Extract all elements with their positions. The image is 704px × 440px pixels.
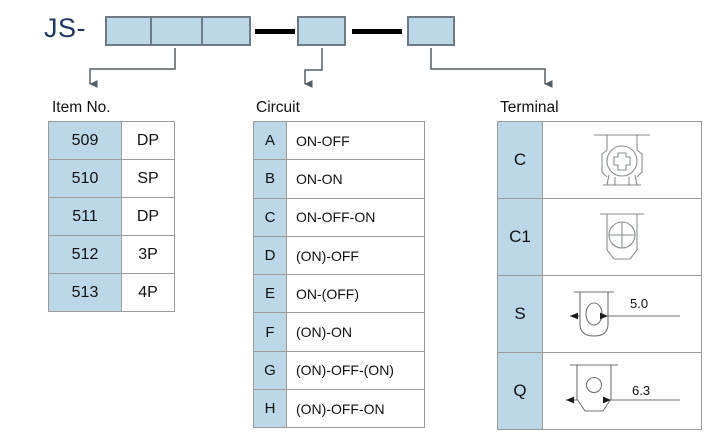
screw-terminal-flag-icon	[600, 213, 644, 260]
blade-terminal-hole-icon: 6.3	[566, 364, 680, 412]
table-row: D (ON)-OFF	[253, 235, 425, 276]
item-code: 511	[48, 197, 122, 236]
table-row: C ON-OFF-ON	[253, 197, 425, 237]
terminal-dimension-label: 6.3	[632, 383, 650, 398]
item-code: 510	[48, 159, 122, 198]
circuit-code: G	[253, 350, 287, 391]
circuit-value: (ON)-OFF-(ON)	[286, 350, 425, 391]
table-row: 510 SP	[48, 159, 175, 198]
circuit-value: (ON)-OFF	[286, 235, 425, 276]
item-value: DP	[121, 197, 175, 236]
table-row: 513 4P	[48, 273, 175, 312]
terminal-code: S	[497, 275, 543, 353]
table-row: E ON-(OFF)	[253, 274, 425, 314]
part-number-box-terminal	[407, 16, 455, 46]
terminal-code: C1	[497, 198, 543, 276]
circuit-value: ON-OFF	[286, 120, 425, 161]
part-number-prefix: JS-	[44, 13, 86, 43]
part-number-separator-2	[352, 29, 402, 34]
blade-terminal-slot-icon: 5.0	[570, 291, 680, 337]
item-code: 509	[48, 121, 122, 160]
terminal-code: C	[497, 121, 543, 199]
table-row: 511 DP	[48, 197, 175, 236]
terminal-illustration-cell	[542, 121, 702, 199]
item-code: 512	[48, 235, 122, 274]
circuit-code: D	[253, 235, 287, 276]
section-caption-terminal: Terminal	[500, 99, 559, 116]
part-number-box-item-1	[105, 16, 152, 46]
table-row: Q 6.3	[497, 352, 702, 430]
leader-item-no	[89, 48, 176, 88]
circuit-code: H	[253, 389, 287, 429]
circuit-value: ON-ON	[286, 159, 425, 199]
circuit-value: ON-OFF-ON	[286, 197, 425, 237]
table-row: G (ON)-OFF-(ON)	[253, 350, 425, 391]
table-row: F (ON)-ON	[253, 312, 425, 352]
leader-circuit	[304, 48, 323, 88]
screw-terminal-round-icon	[594, 134, 650, 186]
item-value: 4P	[121, 273, 175, 312]
table-row: S 5.0	[497, 275, 702, 353]
table-row: C	[497, 121, 702, 199]
table-row: H (ON)-OFF-ON	[253, 389, 425, 429]
part-number-box-circuit	[297, 16, 346, 46]
table-row: B ON-ON	[253, 159, 425, 199]
part-number-separator-1	[255, 29, 295, 34]
terminal-code: Q	[497, 352, 543, 430]
circuit-code: F	[253, 312, 287, 352]
circuit-code: C	[253, 197, 287, 237]
table-row: A ON-OFF	[253, 120, 425, 161]
terminal-illustration-cell: 5.0	[542, 275, 702, 353]
table-row: 512 3P	[48, 235, 175, 274]
section-caption-item-no: Item No.	[52, 99, 111, 116]
part-number-box-item-3	[201, 16, 251, 46]
item-value: DP	[121, 121, 175, 160]
circuit-value: (ON)-ON	[286, 312, 425, 352]
terminal-table: C	[497, 121, 702, 430]
leader-terminal	[430, 48, 553, 88]
terminal-dimension-label: 5.0	[630, 296, 648, 311]
item-value: SP	[121, 159, 175, 198]
terminal-illustration-cell	[542, 198, 702, 276]
terminal-illustration-cell: 6.3	[542, 352, 702, 430]
circuit-code: E	[253, 274, 287, 314]
circuit-value: (ON)-OFF-ON	[286, 389, 425, 429]
part-number-box-item-2	[150, 16, 203, 46]
item-code: 513	[48, 273, 122, 312]
item-value: 3P	[121, 235, 175, 274]
circuit-value: ON-(OFF)	[286, 274, 425, 314]
circuit-code: A	[253, 120, 287, 161]
circuit-table: A ON-OFF B ON-ON C ON-OFF-ON D (ON)-OFF …	[253, 120, 425, 429]
section-caption-circuit: Circuit	[256, 99, 300, 116]
circuit-code: B	[253, 159, 287, 199]
item-no-table: 509 DP 510 SP 511 DP 512 3P 513 4P	[48, 121, 175, 312]
table-row: C1	[497, 198, 702, 276]
table-row: 509 DP	[48, 121, 175, 160]
